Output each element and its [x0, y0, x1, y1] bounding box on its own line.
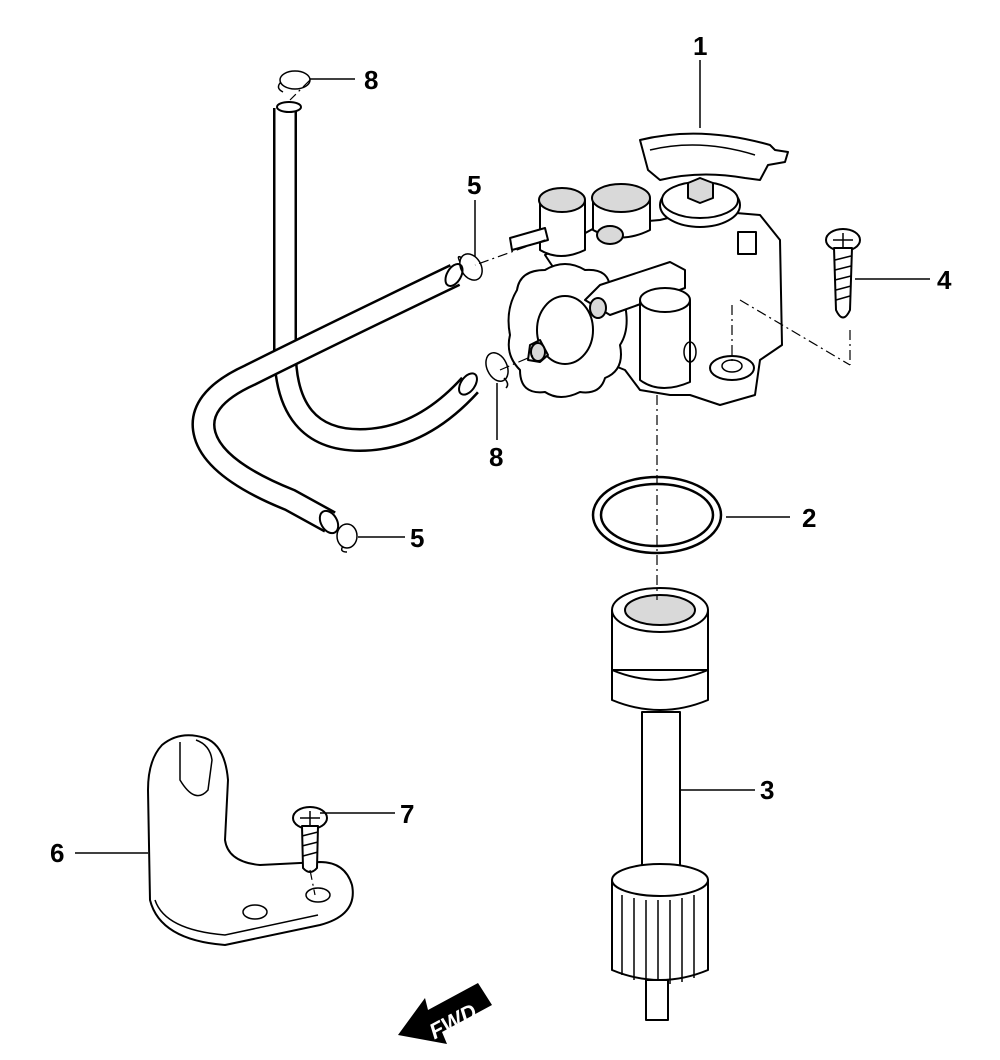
alignment-lines [289, 79, 851, 896]
callout-4: 4 [937, 265, 952, 295]
callout-8-lower: 8 [489, 442, 503, 472]
fwd-arrow-icon: FWD [398, 983, 492, 1044]
callout-5-lower: 5 [410, 523, 424, 553]
callout-1: 1 [693, 31, 707, 61]
bracket [147, 734, 354, 946]
callout-7: 7 [400, 799, 414, 829]
callout-2: 2 [802, 503, 816, 533]
callout-8-upper: 8 [364, 65, 378, 95]
screw-bracket [292, 806, 328, 873]
leader-lines [75, 60, 930, 854]
callout-5-upper: 5 [467, 170, 481, 200]
oil-pump [507, 132, 789, 406]
hose-clip-bottom [336, 523, 358, 553]
callout-labels: 1 2 3 4 5 5 6 7 8 8 [50, 31, 952, 868]
callout-3: 3 [760, 775, 774, 805]
hose-long [273, 101, 479, 453]
drive-shaft [611, 587, 709, 1021]
screw-pump [825, 228, 861, 319]
hose-clip-top [277, 70, 311, 93]
hose-loop [191, 263, 464, 535]
callout-6: 6 [50, 838, 64, 868]
hose-clip-mid [485, 352, 509, 389]
hose-clip-upper [457, 253, 483, 281]
